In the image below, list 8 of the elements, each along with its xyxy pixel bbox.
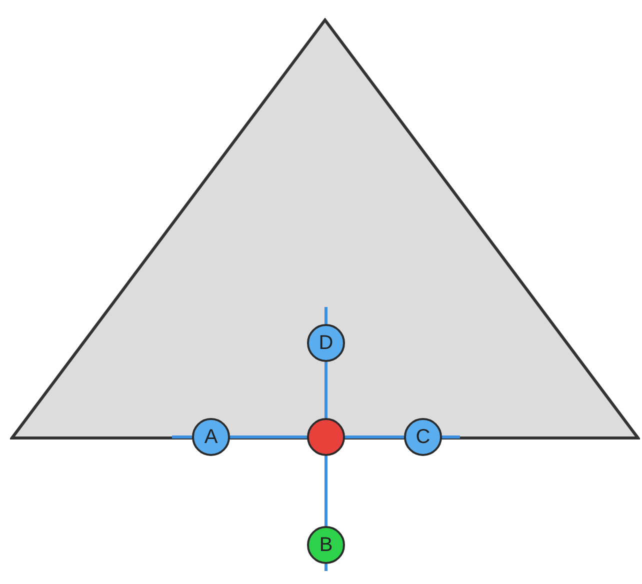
connector-line <box>324 456 328 526</box>
connector-line <box>324 362 328 418</box>
connector-line <box>230 436 307 438</box>
point-circle: A <box>192 418 230 456</box>
point-circle: C <box>404 418 442 456</box>
point-circle: B <box>307 526 345 564</box>
connector-line <box>345 436 404 438</box>
circle-marker <box>307 418 345 456</box>
